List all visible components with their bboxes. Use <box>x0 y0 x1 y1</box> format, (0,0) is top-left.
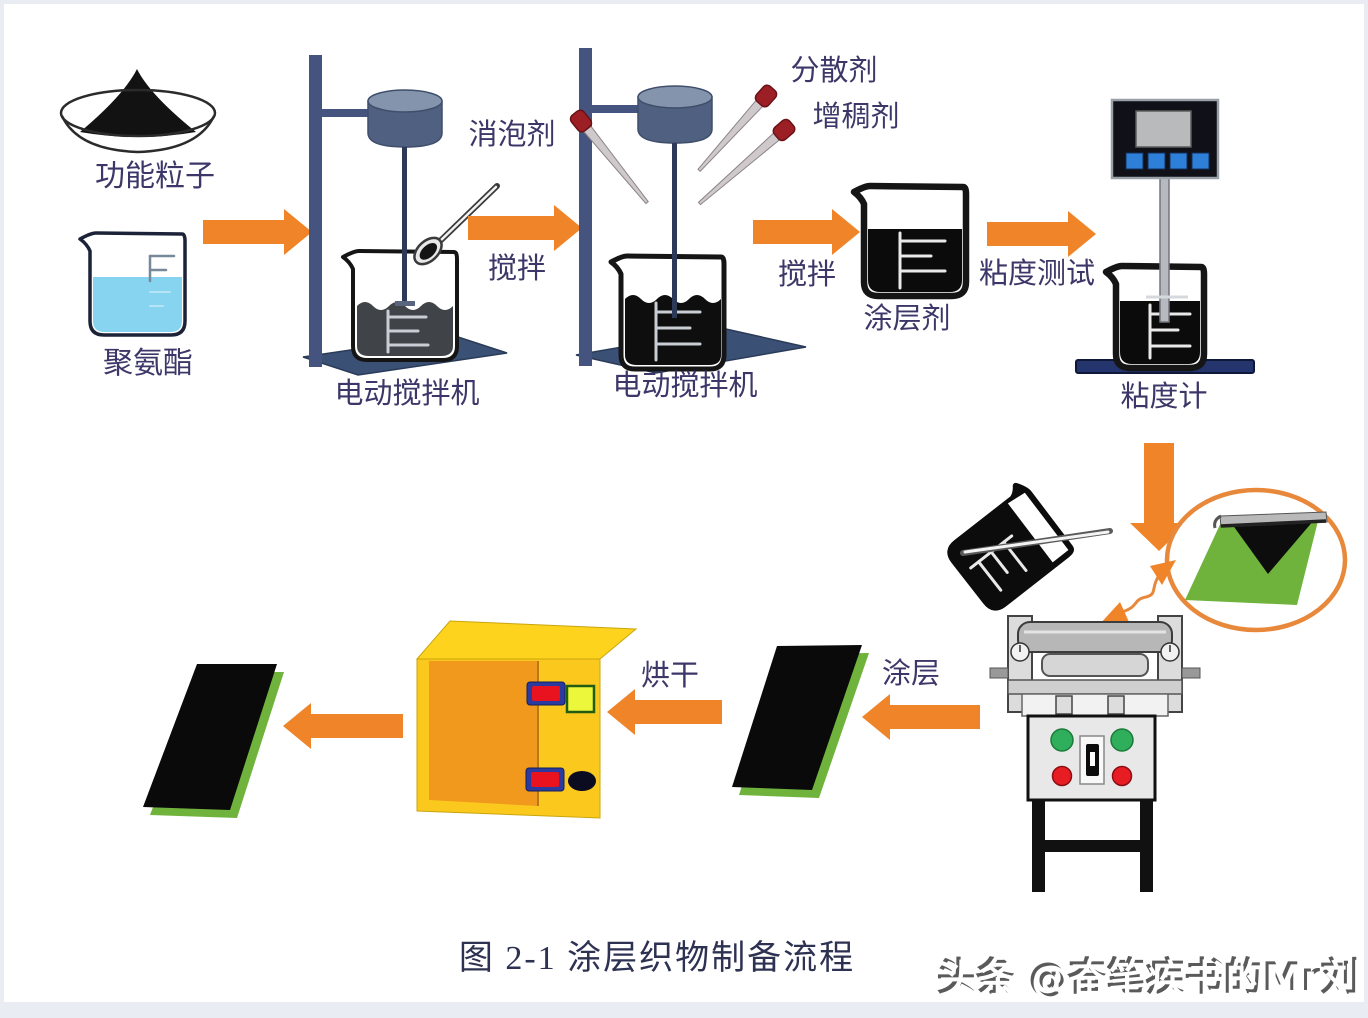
coated-fabric-icon <box>732 645 869 798</box>
coating-agent-label: 涂层剂 <box>863 302 950 335</box>
thickener-dropper-icon <box>697 118 796 206</box>
watermark: 头条 @奋笔疾书的Mr刘 头条 @奋笔疾书的Mr刘 <box>936 955 1362 1003</box>
flow-arrow-4 <box>987 211 1096 257</box>
beaker-graduations <box>1148 303 1192 360</box>
coating-closeup-inset <box>1164 487 1348 633</box>
coating-label: 涂层 <box>882 657 940 690</box>
svg-text:头条 @奋笔疾书的Mr刘: 头条 @奋笔疾书的Mr刘 <box>939 958 1362 1003</box>
svg-text:头条 @奋笔疾书的Mr刘: 头条 @奋笔疾书的Mr刘 <box>936 955 1359 1000</box>
squiggle-arrow <box>1099 560 1176 625</box>
oven-knob <box>568 771 596 791</box>
machine-red-button <box>1051 765 1073 787</box>
dispersant-label: 分散剂 <box>790 54 877 87</box>
machine-legs <box>1032 800 1153 892</box>
viscometer-screen <box>1135 110 1192 148</box>
electric-mixer-1-icon <box>302 55 508 376</box>
functional-particles-label: 功能粒子 <box>95 160 215 193</box>
flow-arrow-1 <box>203 209 312 255</box>
flow-arrow-2 <box>468 205 582 251</box>
stir2-label: 搅拌 <box>778 258 836 291</box>
beaker-graduations <box>386 309 430 354</box>
polyurethane-label: 聚氨酯 <box>103 347 193 380</box>
viscometer-label: 粘度计 <box>1120 380 1207 413</box>
defoamer-spoon-icon <box>413 183 500 266</box>
viscosity-test-label: 粘度测试 <box>979 257 1095 290</box>
electric-mixer-2-icon <box>569 48 807 374</box>
flow-arrow-3 <box>753 209 860 255</box>
beaker-graduations <box>148 254 176 283</box>
machine-green-button <box>1050 728 1074 752</box>
polyurethane-beaker-icon <box>78 231 187 337</box>
mixer2-label: 电动搅拌机 <box>612 369 757 402</box>
beaker-graduations <box>898 231 947 290</box>
flow-arrow-down <box>1130 443 1188 551</box>
drying-label: 烘干 <box>641 659 699 692</box>
final-fabric-icon <box>143 664 284 818</box>
drying-oven-icon <box>415 620 638 819</box>
glass-rod-icon <box>960 528 1113 556</box>
machine-red-button <box>1111 765 1133 787</box>
viscometer-buttons <box>1125 152 1210 170</box>
mixer1-label: 电动搅拌机 <box>334 377 479 410</box>
beaker-graduations <box>654 301 702 362</box>
machine-green-button <box>1110 728 1134 752</box>
flow-arrow-drying <box>607 689 722 735</box>
viscometer-icon <box>1075 98 1255 374</box>
flow-arrow-coating <box>862 694 980 740</box>
dispersant-dropper-icon <box>697 84 778 173</box>
functional-particles-bowl-icon <box>59 69 217 154</box>
figure-caption: 图 2-1 涂层织物制备流程 <box>459 939 855 977</box>
oven-door <box>429 661 538 806</box>
stir1-label: 搅拌 <box>488 252 546 285</box>
defoamer-label: 消泡剂 <box>468 118 555 151</box>
thickener-label: 增稠剂 <box>812 100 899 133</box>
oven-indicator <box>565 684 596 714</box>
machine-roller <box>1017 621 1173 653</box>
coating-machine-icon <box>989 615 1201 892</box>
coating-agent-beaker-icon <box>850 182 970 300</box>
flow-arrow-final <box>283 703 403 749</box>
clamped-dropper-icon <box>569 109 649 205</box>
